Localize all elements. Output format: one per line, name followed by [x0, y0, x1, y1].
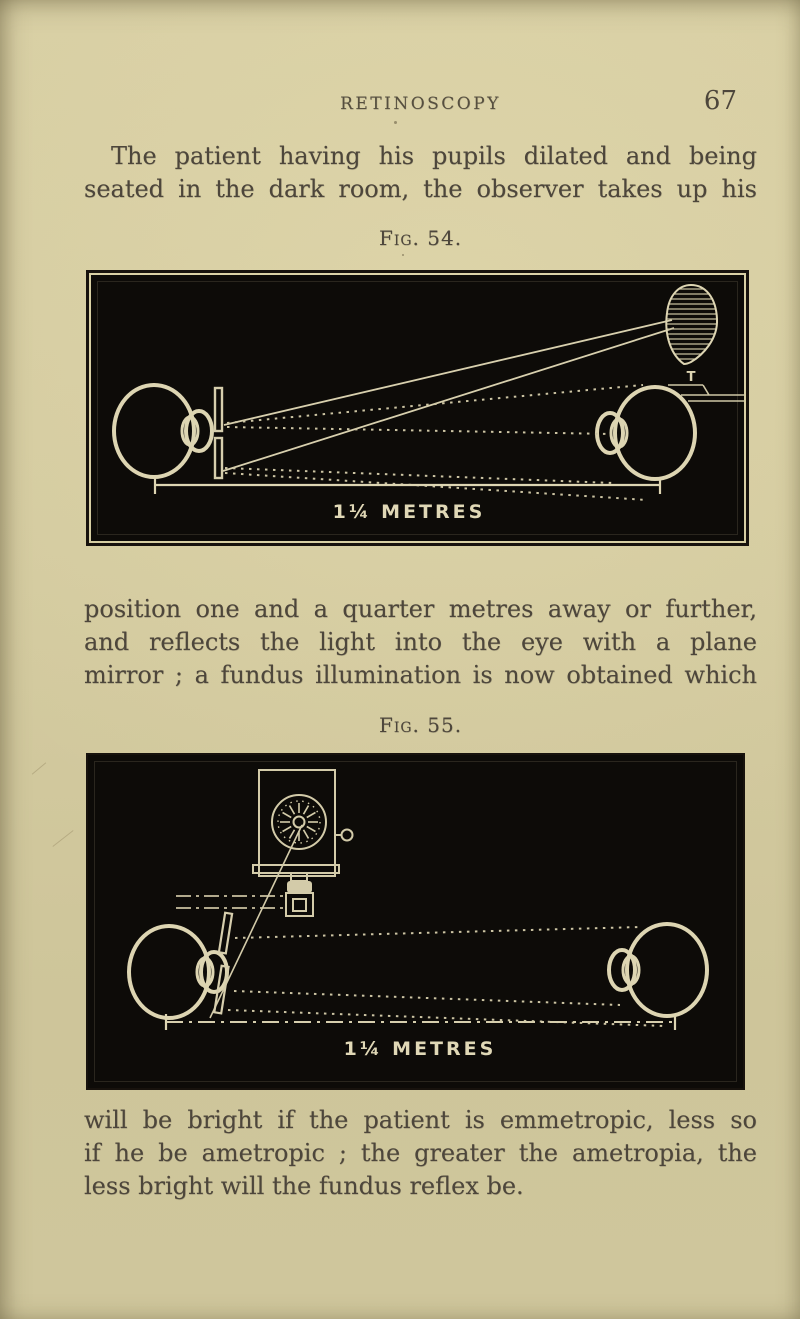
- plane-mirror: [213, 911, 234, 1015]
- source-label: T: [687, 370, 696, 385]
- text-line: less bright will the fundus reflex be.: [84, 1172, 524, 1200]
- paper-scratch: [31, 762, 47, 775]
- paper-scratch: [52, 830, 74, 847]
- paper-speck: [394, 121, 397, 124]
- figure-54-plate: T 1¼ METRES: [91, 275, 744, 541]
- reflected-rays-dotted: [224, 384, 648, 501]
- stand-clamp-hole: [292, 898, 307, 912]
- observer-eye: [112, 383, 214, 479]
- figure-55-drawing: 1¼ METRES: [127, 769, 709, 1060]
- observer-eye: [127, 924, 229, 1020]
- flame-light-source: [665, 283, 719, 366]
- text-line: The patient having his pupils dilated an…: [111, 142, 757, 170]
- body-paragraph-2: position one and a quarter metres away o…: [84, 593, 757, 692]
- reflected-rays-dotted: [227, 926, 665, 1027]
- distance-label: 1¼ METRES: [333, 501, 486, 523]
- figure-54-drawing: T 1¼ METRES: [112, 283, 744, 523]
- lamp-bracket: [668, 384, 744, 402]
- text-line: seated in the dark room, the observer ta…: [84, 175, 757, 203]
- text-line: mirror ; a fundus illumination is now ob…: [84, 661, 757, 689]
- text-line: and reflects the light into the eye with…: [84, 628, 757, 656]
- page-number: 67: [703, 86, 737, 116]
- running-header-title: RETINOSCOPY: [340, 94, 501, 114]
- text-line: will be bright if the patient is emmetro…: [84, 1106, 757, 1134]
- lamp-base: [252, 864, 340, 874]
- lamp-burner: [271, 794, 327, 850]
- distance-line: [153, 477, 662, 494]
- incident-light-rays: [222, 319, 675, 472]
- distance-label: 1¼ METRES: [344, 1038, 497, 1060]
- body-paragraph-1: The patient having his pupils dilated an…: [84, 140, 757, 206]
- bracket-arm: [176, 895, 286, 909]
- paper-speck: [402, 254, 404, 256]
- figure-55-caption: Fig. 55.: [378, 713, 463, 737]
- lamp: [252, 769, 354, 917]
- figure-54-caption: Fig. 54.: [378, 226, 463, 250]
- text-line: position one and a quarter metres away o…: [84, 595, 757, 623]
- figure-55-illustration: 1¼ METRES: [86, 753, 745, 1090]
- plane-mirror: [213, 386, 224, 480]
- lamp-knob: [340, 828, 354, 842]
- figure-55-plate: 1¼ METRES: [88, 755, 743, 1088]
- stand-clamp-top: [287, 881, 312, 893]
- figure-54-illustration: T 1¼ METRES: [86, 270, 749, 546]
- patient-eye: [607, 922, 709, 1018]
- stand-clamp: [285, 892, 314, 917]
- text-line: if he be ametropic ; the greater the ame…: [84, 1139, 757, 1167]
- distance-line: [164, 1014, 677, 1030]
- body-paragraph-3: will be bright if the patient is emmetro…: [84, 1104, 757, 1203]
- patient-eye: [595, 385, 697, 481]
